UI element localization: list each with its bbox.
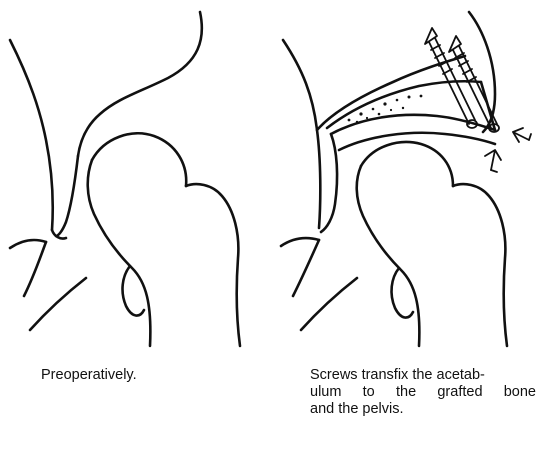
lesser-trochanter-outline	[392, 268, 413, 318]
pubic-ramus-upper	[281, 238, 319, 246]
pubic-ramus-lower	[24, 242, 46, 296]
preoperative-panel: Preoperatively.	[0, 0, 268, 452]
femoral-head-outline	[361, 142, 453, 186]
graft-lower-border	[331, 115, 495, 134]
preoperative-caption: Preoperatively.	[41, 367, 241, 384]
femoral-neck-medial	[88, 160, 151, 346]
arrow-left-icon	[513, 128, 531, 142]
acetabular-roof	[339, 133, 495, 150]
femoral-neck-medial	[357, 166, 420, 346]
greater-trochanter-outline	[453, 184, 507, 346]
greater-trochanter-outline	[186, 184, 240, 346]
pelvis-inner-wall	[10, 40, 53, 230]
postoperative-caption: Screws transfix the acetab- ulum to the …	[310, 367, 536, 418]
arrow-up-icon	[485, 150, 501, 172]
postoperative-panel: Screws transfix the acetab- ulum to the …	[269, 0, 537, 452]
femoral-head-outline	[92, 133, 186, 186]
caption-line-2: ulum to the grafted bone	[310, 384, 536, 401]
lesser-trochanter-outline	[123, 266, 144, 316]
ischium-curve	[30, 278, 86, 330]
acetabulum-arc	[56, 156, 78, 236]
acetabulum-arc	[321, 134, 337, 232]
pubic-ramus-lower	[293, 240, 319, 296]
pubic-ramus-upper	[10, 240, 46, 248]
preoperative-hip-drawing	[0, 0, 268, 360]
ischium-curve	[301, 278, 357, 330]
caption-line-3: and the pelvis.	[310, 401, 536, 418]
pelvis-inner-wall	[283, 40, 320, 228]
postoperative-hip-drawing	[269, 0, 537, 360]
screw-1	[425, 28, 477, 128]
caption-line-1: Screws transfix the acetab-	[310, 367, 536, 384]
